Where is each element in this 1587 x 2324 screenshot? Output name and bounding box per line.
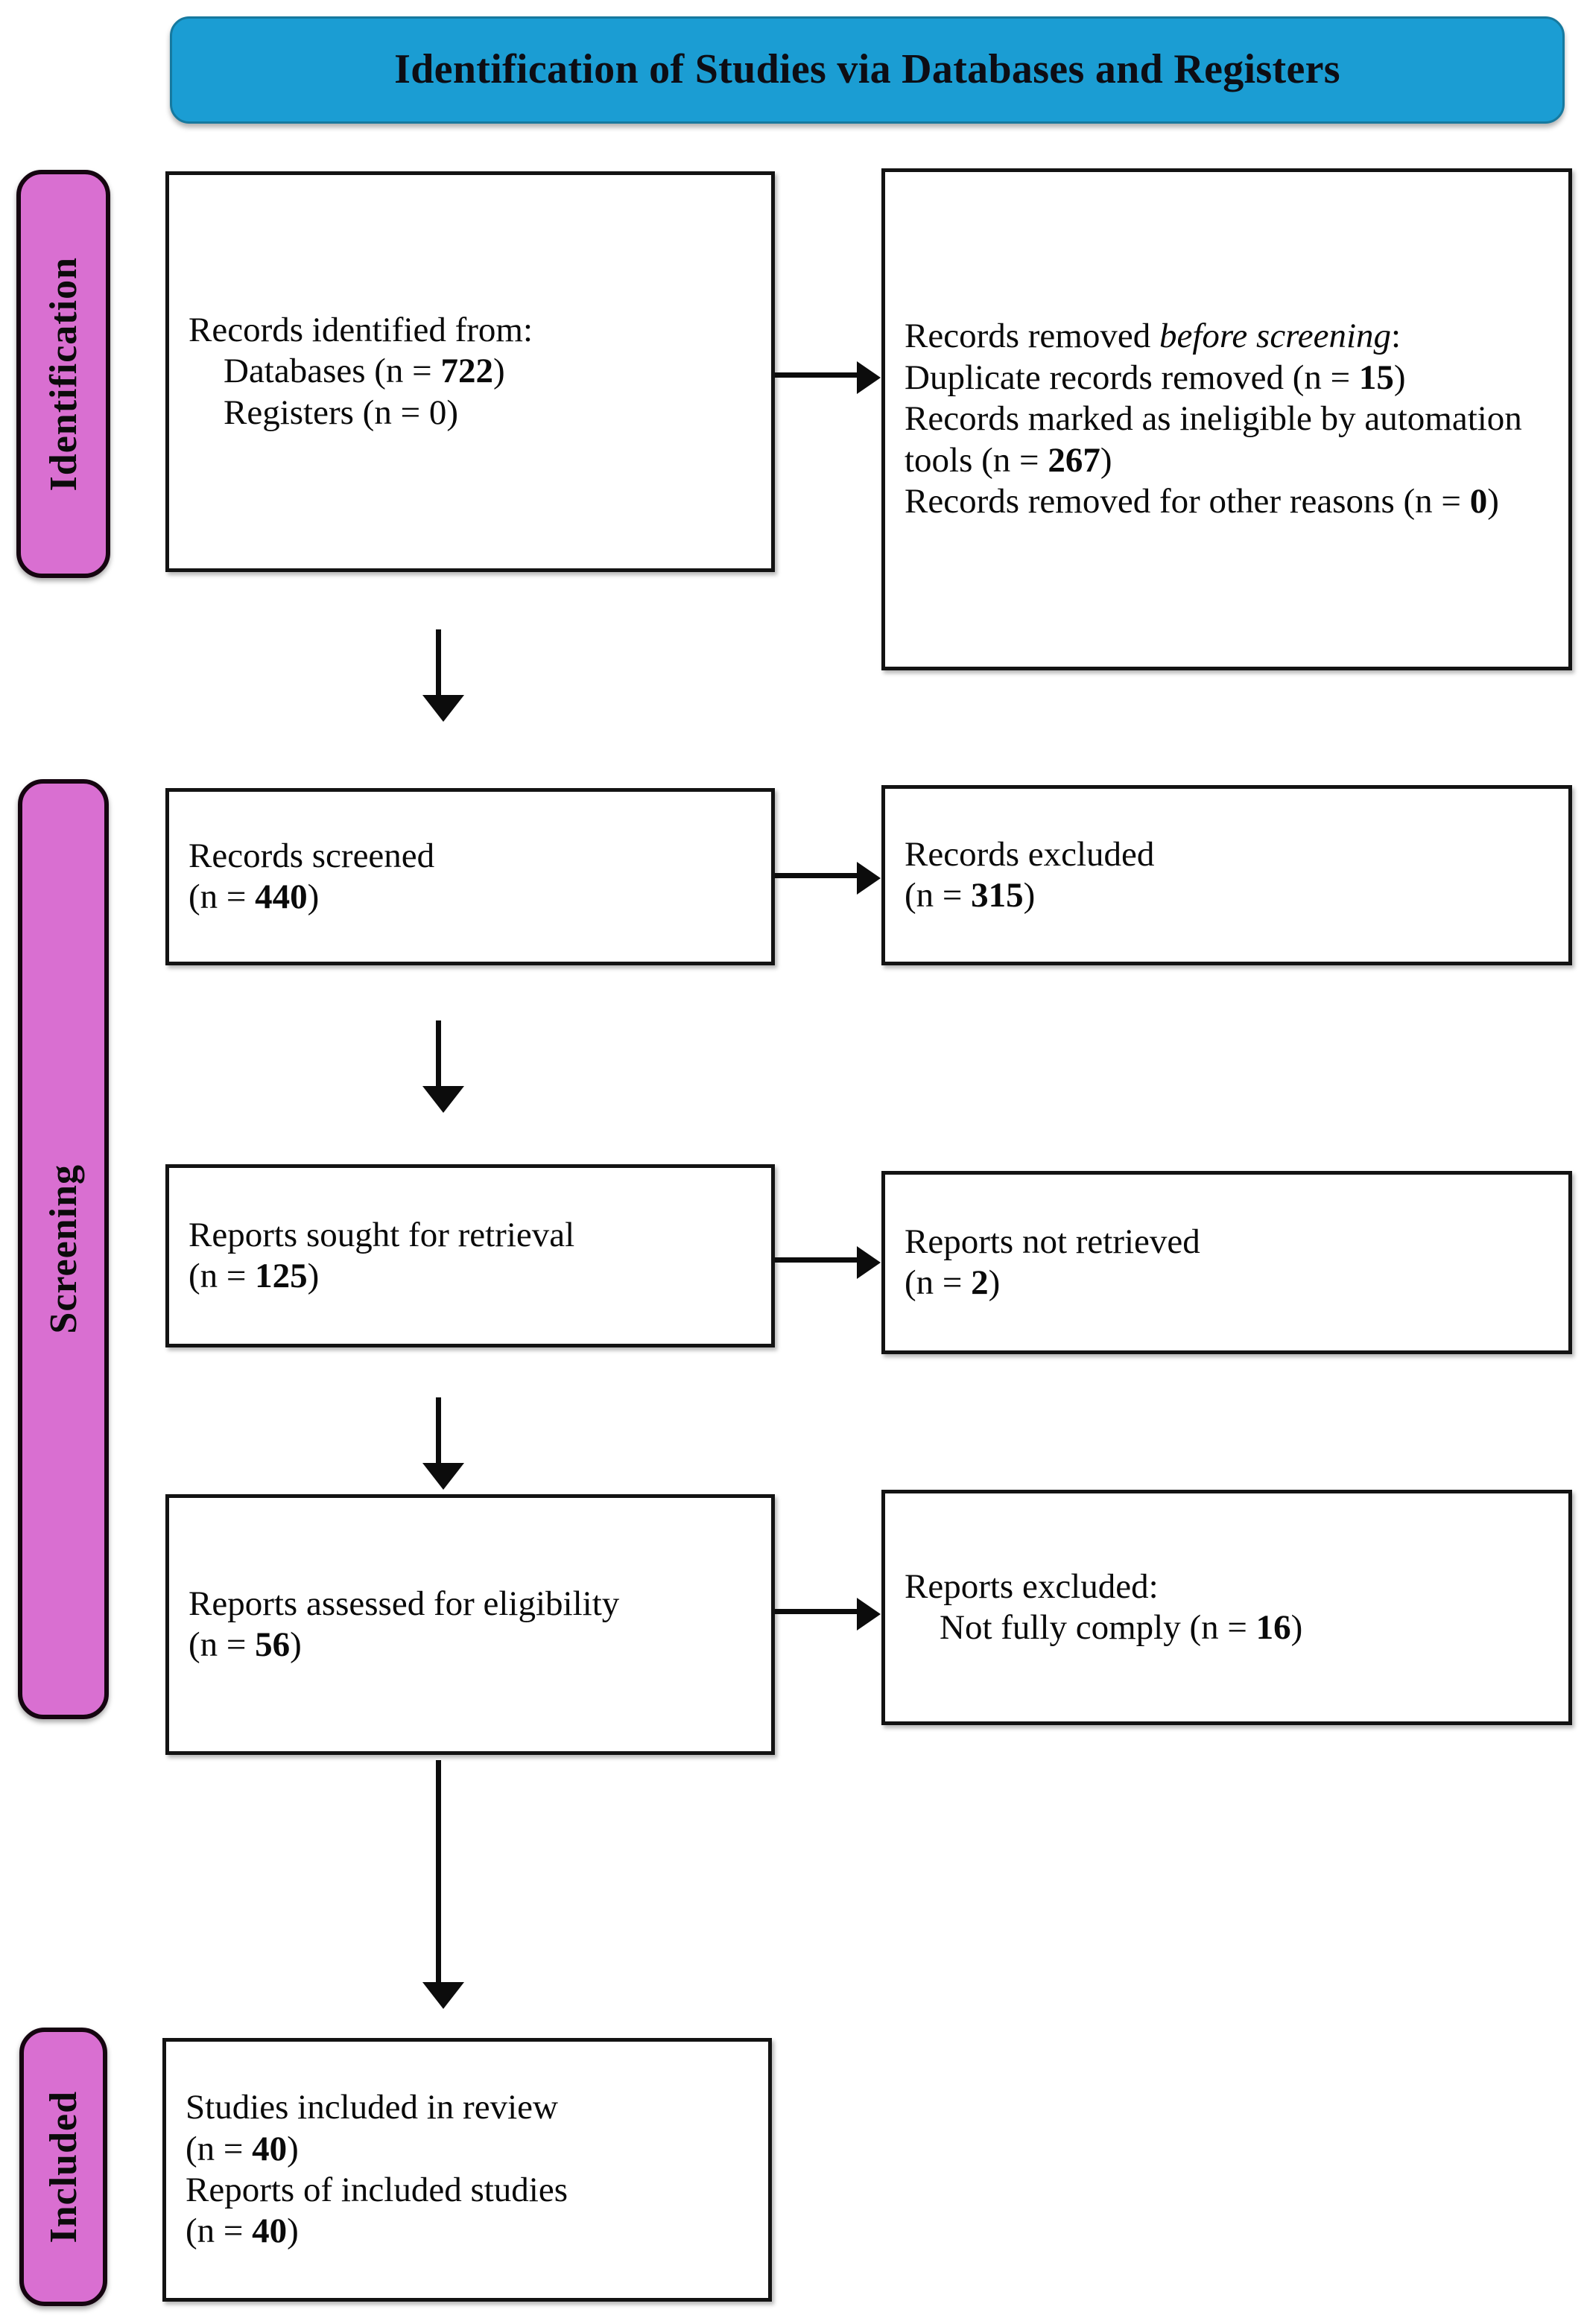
reports-assessed-count-label: (n = [189,1625,256,1664]
diagram-title: Identification of Studies via Databases … [394,46,1340,93]
records-removed-duplicates-value: 15 [1358,358,1394,397]
records-removed-heading-italic-1: before [1159,317,1248,356]
records-removed-automation-value: 267 [1048,440,1100,480]
records-identified-registers-label: Registers (n = [189,393,429,432]
box-records-screened: Records screened (n = 440) [165,788,775,965]
records-excluded-count-value: 315 [971,876,1024,915]
reports-of-included-count: (n = 40) [166,2211,768,2252]
reports-not-retrieved-count-value: 2 [971,1263,989,1302]
records-removed-other-label: Records removed for other reasons (n = [905,482,1470,521]
records-screened-count: (n = 440) [169,877,771,918]
reports-of-included-count-tail: ) [287,2212,299,2251]
records-removed-heading-italic-2: screening [1256,317,1392,356]
records-screened-count-value: 440 [255,877,308,916]
records-identified-databases-value: 722 [440,352,493,391]
records-excluded-line-1: Records excluded [905,834,1155,874]
records-removed-other-tail: ) [1487,482,1499,521]
reports-not-retrieved-count-tail: ) [988,1263,1001,1302]
reports-excluded-reason-value: 16 [1255,1608,1291,1647]
records-excluded-count-label: (n = [905,876,972,915]
arrow-assessed-to-included [422,1760,464,2009]
box-records-identified: Records identified from: Databases (n = … [165,171,775,572]
arrow-screened-to-sought [422,1020,464,1113]
stage-label-identification: Identification [42,256,85,492]
records-removed-duplicates-tail: ) [1393,358,1406,397]
reports-assessed-line-1: Reports assessed for eligibility [189,1584,620,1623]
reports-sought-count-label: (n = [189,1257,256,1295]
box-records-excluded: Records excluded (n = 315) [881,785,1572,965]
arrow-sought-to-not-retrieved [775,1246,881,1279]
studies-included-count-tail: ) [287,2129,299,2168]
records-removed-automation-label: Records marked as ineligible by automati… [905,399,1531,480]
box-reports-not-retrieved: Reports not retrieved (n = 2) [881,1171,1572,1354]
box-records-removed: Records removed before screening: Duplic… [881,168,1572,670]
stage-pill-screening: Screening [18,779,109,1719]
reports-sought-line-1: Reports sought for retrieval [189,1215,575,1254]
reports-of-included-count-value: 40 [252,2212,288,2251]
arrow-sought-to-assessed [422,1397,464,1490]
arrow-identified-to-screened [422,629,464,722]
records-identified-databases-label: Databases (n = [189,352,441,391]
arrow-assessed-to-reports-excluded [775,1598,881,1631]
records-removed-other: Records removed for other reasons (n = 0… [885,481,1568,522]
studies-included-line-1: Studies included in review [186,2088,558,2127]
studies-included-count-label: (n = [186,2129,253,2168]
reports-excluded-reason: Not fully comply (n = 16) [885,1607,1568,1648]
reports-assessed-count-tail: ) [290,1625,302,1664]
reports-not-retrieved-line-1: Reports not retrieved [905,1222,1200,1261]
stage-label-screening: Screening [42,1164,85,1334]
records-screened-count-label: (n = [189,877,256,916]
header-banner: Identification of Studies via Databases … [170,16,1565,124]
studies-included-count: (n = 40) [166,2129,768,2170]
records-identified-line-1: Records identified from: [189,310,533,349]
box-reports-sought: Reports sought for retrieval (n = 125) [165,1164,775,1347]
reports-not-retrieved-count: (n = 2) [885,1263,1568,1304]
reports-excluded-reason-label: Not fully comply (n = [905,1608,1256,1647]
box-reports-assessed: Reports assessed for eligibility (n = 56… [165,1494,775,1755]
reports-excluded-line-1: Reports excluded: [905,1566,1159,1606]
records-removed-automation-tail: ) [1100,440,1112,480]
reports-not-retrieved-count-label: (n = [905,1263,972,1302]
reports-sought-count-value: 125 [255,1257,308,1295]
records-removed-other-value: 0 [1469,482,1488,521]
records-removed-duplicates: Duplicate records removed (n = 15) [885,358,1568,399]
records-identified-databases-tail: ) [492,352,505,391]
records-identified-registers-tail: ) [446,393,458,432]
reports-of-included-count-label: (n = [186,2212,253,2251]
reports-sought-count: (n = 125) [169,1256,771,1297]
records-removed-duplicates-label: Duplicate records removed (n = [905,358,1359,397]
reports-of-included-line: Reports of included studies [186,2171,568,2209]
box-reports-excluded: Reports excluded: Not fully comply (n = … [881,1490,1572,1725]
arrow-screened-to-excluded [775,862,881,895]
records-screened-count-tail: ) [307,877,320,916]
reports-assessed-count: (n = 56) [169,1625,771,1666]
stage-pill-identification: Identification [16,170,110,578]
records-identified-line-3: Registers (n = 0) [169,393,771,434]
records-removed-heading-colon: : [1391,317,1401,356]
arrow-identified-to-removed [775,361,881,394]
records-excluded-count-tail: ) [1023,876,1036,915]
records-excluded-count: (n = 315) [885,875,1568,916]
reports-assessed-count-value: 56 [255,1625,291,1664]
records-identified-registers-value: 0 [428,393,447,432]
stage-pill-included: Included [19,2028,107,2306]
reports-excluded-reason-tail: ) [1290,1608,1303,1647]
records-removed-heading-plain: Records removed [905,317,1159,356]
studies-included-count-value: 40 [252,2129,288,2168]
reports-sought-count-tail: ) [307,1257,320,1295]
records-removed-heading: Records removed before screening: [885,316,1568,357]
stage-label-included: Included [42,2090,85,2244]
box-studies-included: Studies included in review (n = 40) Repo… [162,2038,772,2302]
records-screened-line-1: Records screened [189,836,435,875]
records-identified-line-2: Databases (n = 722) [169,351,771,392]
records-removed-automation: Records marked as ineligible by automati… [885,399,1568,481]
